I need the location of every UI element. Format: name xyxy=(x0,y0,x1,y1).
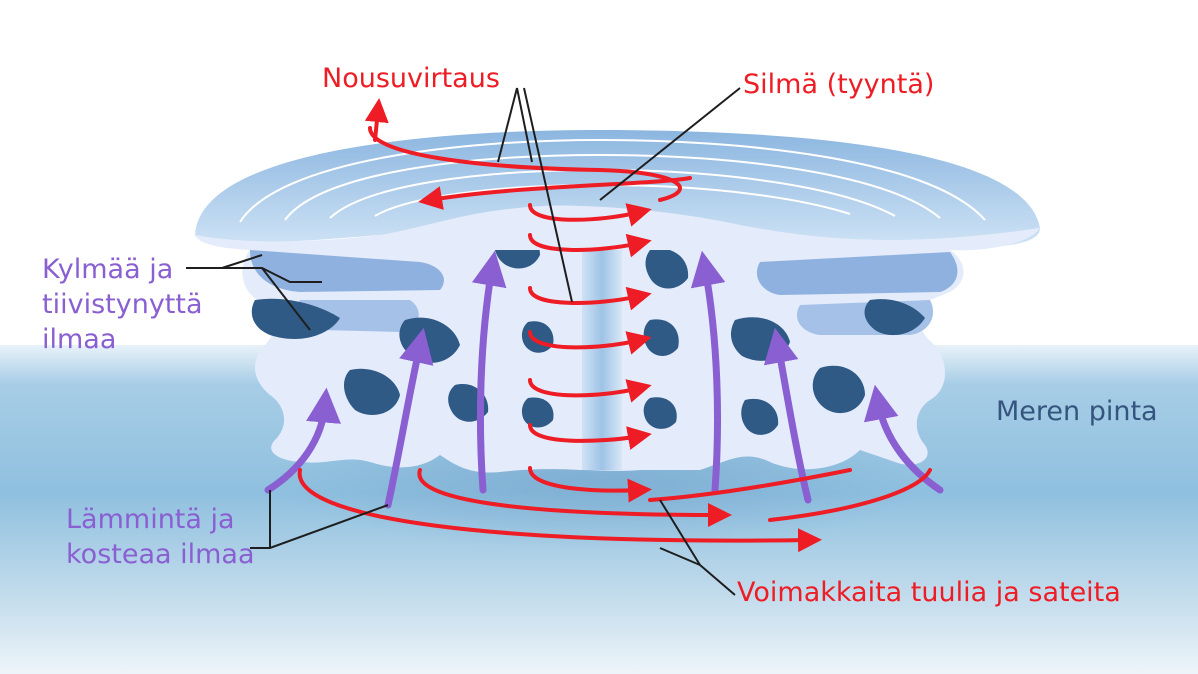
circulation-arrows xyxy=(297,98,932,553)
warm-air-label-line2: kosteaa ilmaa xyxy=(66,539,255,570)
winds-label: Voimakkaita tuulia ja sateita xyxy=(737,577,1121,608)
updraft-arrow-icon xyxy=(763,327,812,504)
circulation-arrow-icon xyxy=(528,233,652,258)
updraft-arrow-icon xyxy=(264,387,341,494)
circulation-arrow-icon xyxy=(297,468,822,553)
circulation-arrow-icon xyxy=(528,286,652,311)
circulation-arrow-icon xyxy=(528,466,652,503)
circulation-arrow-icon xyxy=(417,468,732,527)
circulation-arrow-icon xyxy=(528,330,652,355)
cold-air-label-line3: ilmaa xyxy=(42,324,117,355)
circulation-arrow-icon xyxy=(528,203,652,227)
updraft-label: Nousuvirtaus xyxy=(322,63,500,94)
sea-surface-label: Meren pinta xyxy=(996,396,1158,427)
circulation-arrow-icon xyxy=(528,423,652,450)
top-outflow-arrow xyxy=(368,126,682,202)
cloud-cap xyxy=(195,130,1040,251)
cold-air-label: Kylmää ja tiivistynyttä ilmaa xyxy=(42,252,203,357)
warm-air-arrows xyxy=(264,250,944,509)
circulation-arrow-icon xyxy=(418,176,692,210)
cold-air-label-line2: tiivistynyttä xyxy=(42,289,203,320)
circulation-arrow-icon xyxy=(364,98,389,142)
leader-lines xyxy=(186,87,741,596)
eye-label: Silmä (tyyntä) xyxy=(743,69,935,100)
updraft-arrow-icon xyxy=(471,250,507,494)
updraft-arrow-icon xyxy=(863,384,944,494)
cold-air-label-line1: Kylmää ja xyxy=(42,254,174,285)
warm-air-label: Lämmintä ja kosteaa ilmaa xyxy=(66,502,255,572)
circulation-arrow-icon xyxy=(528,378,652,403)
warm-air-label-line1: Lämmintä ja xyxy=(66,504,235,535)
updraft-arrow-icon xyxy=(690,250,726,494)
updraft-arrow-icon xyxy=(384,327,434,509)
